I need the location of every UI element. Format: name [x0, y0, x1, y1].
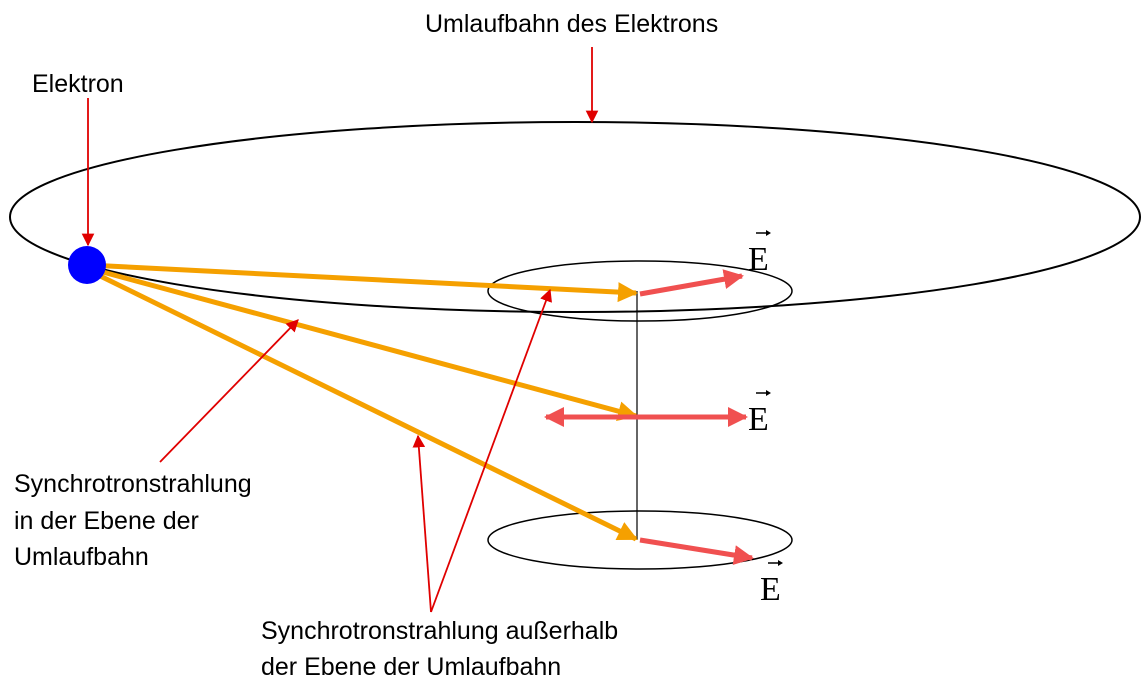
radiation-beam-upper: [87, 262, 638, 303]
electron: [68, 246, 106, 284]
out-plane-label-line1: Synchrotronstrahlung außerhalb: [261, 617, 618, 645]
vector-arrowhead-bottom: [778, 560, 783, 566]
pointer-in-plane: [159, 319, 299, 463]
vector-arrowhead-middle: [766, 390, 771, 396]
in-plane-label-line1: Synchrotronstrahlung: [14, 470, 252, 498]
efield-symbol-bottom: E: [760, 571, 781, 608]
electron-orbit: [9, 121, 1141, 313]
out-plane-label-line2: der Ebene der Umlaufbahn: [261, 653, 561, 681]
efield-symbol-top: E: [748, 241, 769, 278]
radiation-beam-middle: [87, 265, 638, 421]
electron-label: Elektron: [32, 70, 124, 98]
efield-label-top: E: [748, 230, 771, 278]
in-plane-label-line2: in der Ebene der: [14, 507, 199, 535]
orbit-label: Umlaufbahn des Elektrons: [425, 10, 718, 38]
efield-label-bottom: E: [760, 560, 783, 608]
efield-symbol-middle: E: [748, 401, 769, 438]
upper-polarization-ellipse: [487, 260, 793, 322]
efield-arrow-upper: [639, 269, 744, 297]
vector-arrowhead-top: [766, 230, 771, 236]
efield-arrow-lower: [639, 537, 754, 566]
lower-polarization-ellipse: [487, 510, 793, 570]
in-plane-label-line3: Umlaufbahn: [14, 543, 149, 571]
radiation-beam-lower: [86, 267, 638, 542]
efield-label-middle: E: [748, 390, 771, 438]
pointer-out-plane-left: [412, 434, 432, 613]
pointer-out-plane-right: [430, 288, 552, 613]
